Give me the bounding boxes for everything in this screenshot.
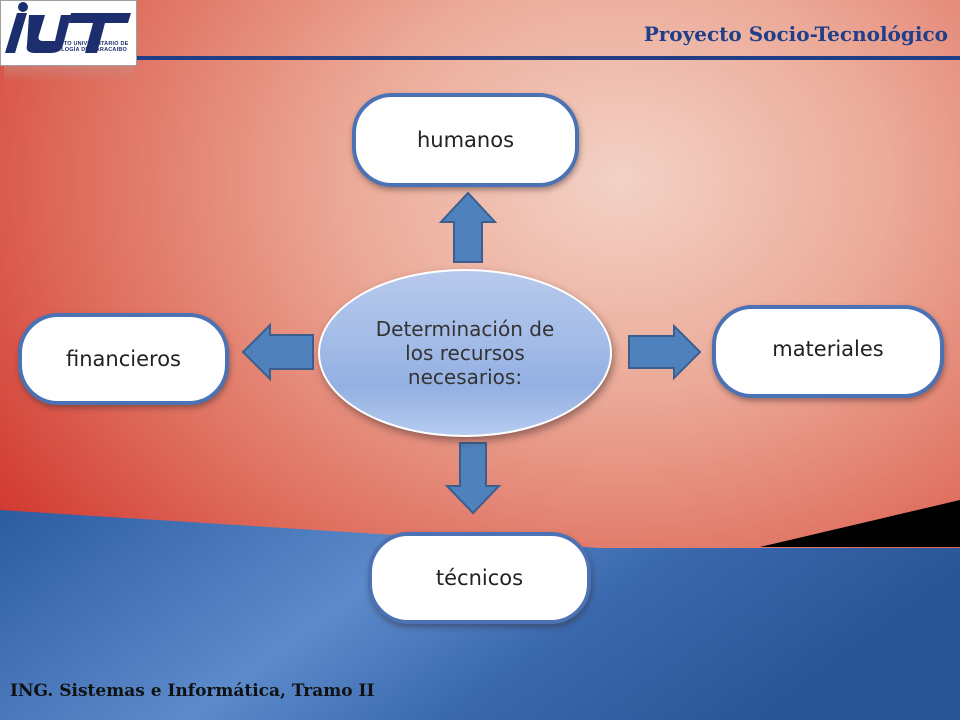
page-title: Proyecto Socio-Tecnológico	[643, 22, 948, 46]
arrow-left-icon	[241, 322, 314, 382]
logo-caption-line-1: INSTITUTO UNIVERSITARIO DE	[41, 41, 129, 47]
black-band-edge	[440, 500, 960, 547]
node-humanos-label: humanos	[416, 128, 515, 152]
arrow-right-icon	[628, 323, 702, 381]
node-materiales-label: materiales	[772, 336, 884, 361]
logo-caption-line-2: TECNOLOGÍA DE MARACAIBO	[41, 47, 127, 53]
header-divider	[137, 56, 960, 60]
logo-caption: INSTITUTO UNIVERSITARIO DE TECNOLOGÍA DE…	[41, 41, 129, 53]
node-tecnicos: técnicos	[368, 532, 591, 624]
node-tecnicos-label: técnicos	[435, 566, 524, 590]
node-financieros: financieros	[18, 313, 229, 405]
center-node: Determinación de los recursos necesarios…	[318, 269, 612, 437]
footer-text: ING. Sistemas e Informática, Tramo II	[10, 681, 375, 701]
node-financieros-label: financieros	[66, 347, 181, 371]
logo-reflection	[4, 66, 134, 82]
center-node-label: Determinación de los recursos necesarios…	[375, 317, 555, 389]
iut-logo-mark	[5, 2, 131, 53]
arrow-up-icon	[438, 191, 498, 263]
arrow-down-icon	[444, 442, 502, 515]
institution-logo: INSTITUTO UNIVERSITARIO DE TECNOLOGÍA DE…	[0, 0, 137, 66]
node-humanos: humanos	[352, 93, 579, 187]
node-materiales: materiales	[712, 305, 944, 398]
